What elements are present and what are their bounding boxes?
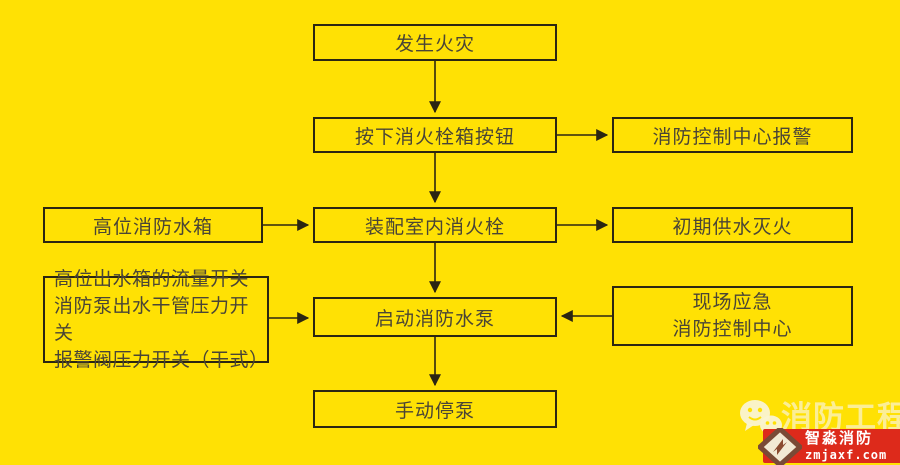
node-high-level-water-tank: 高位消防水箱 — [43, 207, 263, 243]
zhimiao-diamond-icon — [758, 428, 802, 465]
emergency-line-1: 现场应急 — [692, 292, 773, 313]
brand-name: 智淼消防 — [805, 430, 874, 447]
node-initial-water-supply: 初期供水灭火 — [612, 207, 853, 243]
switch-line-3: 报警阀压力开关（干式） — [54, 349, 269, 371]
brand-domain: zmjaxf.com — [805, 448, 888, 462]
node-onsite-emergency-control-center: 现场应急 消防控制中心 — [612, 286, 853, 346]
node-manual-pump-stop: 手动停泵 — [313, 390, 557, 428]
node-fire-occurs: 发生火灾 — [313, 24, 557, 61]
switch-line-2: 消防泵出水干管压力开关 — [54, 295, 250, 344]
node-fire-control-center-alarm: 消防控制中心报警 — [612, 117, 853, 153]
emergency-line-2: 消防控制中心 — [672, 319, 793, 340]
switch-line-1: 高位出水箱的流量开关 — [54, 268, 250, 290]
node-pressure-flow-switches: 高位出水箱的流量开关 消防泵出水干管压力开关 报警阀压力开关（干式） — [43, 269, 269, 371]
node-start-fire-pump: 启动消防水泵 — [313, 297, 557, 337]
node-press-hydrant-button: 按下消火栓箱按钮 — [313, 117, 557, 153]
node-assemble-indoor-hydrant: 装配室内消火栓 — [313, 207, 557, 243]
